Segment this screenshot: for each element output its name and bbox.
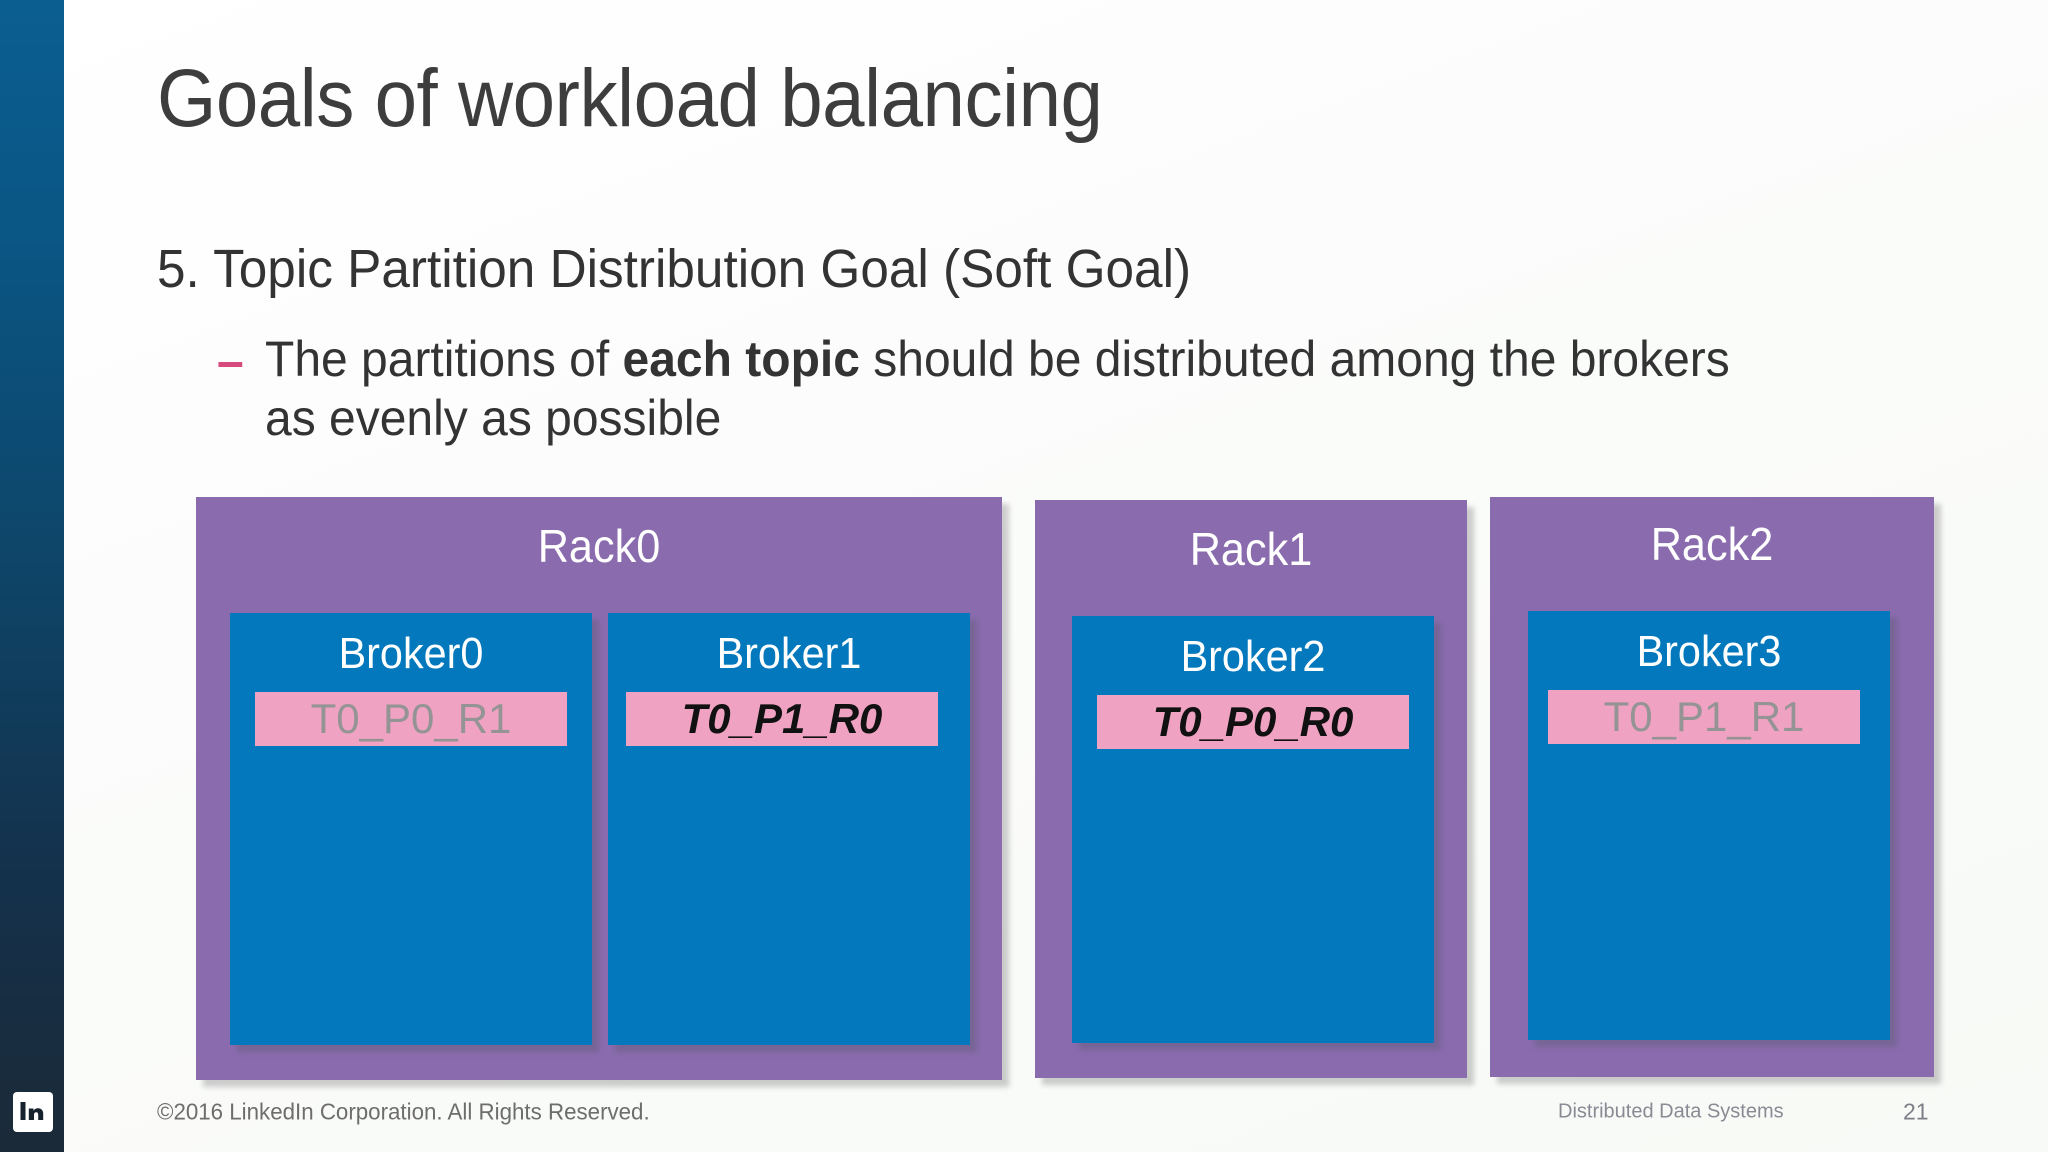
partition-badge-0-0: T0_P0_R1 xyxy=(255,692,567,746)
bullet-text-part-2: should be distributed among the brokers … xyxy=(265,331,1730,446)
broker-container-0: Broker0 T0_P0_R1 xyxy=(230,613,592,1045)
partition-badge-0-1: T0_P1_R0 xyxy=(626,692,938,746)
rack-container-1: Rack1 Broker2 T0_P0_R0 xyxy=(1035,500,1467,1078)
rack-label-1: Rack1 xyxy=(1189,523,1313,575)
broker-label-1: Broker1 xyxy=(716,629,862,678)
broker-container-3: Broker3 T0_P1_R1 xyxy=(1528,611,1890,1040)
bullet-level-2: –The partitions of each topic should be … xyxy=(217,330,1782,448)
bullet-dash-icon: – xyxy=(217,333,244,389)
broker-label-3: Broker3 xyxy=(1636,627,1782,676)
rack-container-0: Rack0 Broker0 T0_P0_R1 Broker1 T0_P1_R0 xyxy=(196,497,1002,1080)
partition-badge-1-0: T0_P0_R0 xyxy=(1097,695,1409,749)
rack-container-2: Rack2 Broker3 T0_P1_R1 xyxy=(1490,497,1934,1077)
broker-container-2: Broker2 T0_P0_R0 xyxy=(1072,616,1434,1043)
bullet-text-part-1: The partitions of xyxy=(265,331,623,387)
broker-container-1: Broker1 T0_P1_R0 xyxy=(608,613,970,1045)
footer-page-number: 21 xyxy=(1903,1098,1929,1125)
brand-rail xyxy=(0,0,64,1152)
broker-label-0: Broker0 xyxy=(338,629,484,678)
rack-label-2: Rack2 xyxy=(1650,518,1774,570)
bullet-text-emphasis: each topic xyxy=(622,331,860,387)
linkedin-logo xyxy=(13,1092,53,1132)
slide-title: Goals of workload balancing xyxy=(157,53,1103,144)
bullet-level-1: 5. Topic Partition Distribution Goal (So… xyxy=(157,239,1192,299)
partition-badge-2-0: T0_P1_R1 xyxy=(1548,690,1860,744)
footer-deck-name: Distributed Data Systems xyxy=(1558,1100,1784,1123)
broker-label-2: Broker2 xyxy=(1180,632,1326,681)
footer-copyright: ©2016 LinkedIn Corporation. All Rights R… xyxy=(157,1098,650,1125)
rack-label-0: Rack0 xyxy=(537,520,661,572)
